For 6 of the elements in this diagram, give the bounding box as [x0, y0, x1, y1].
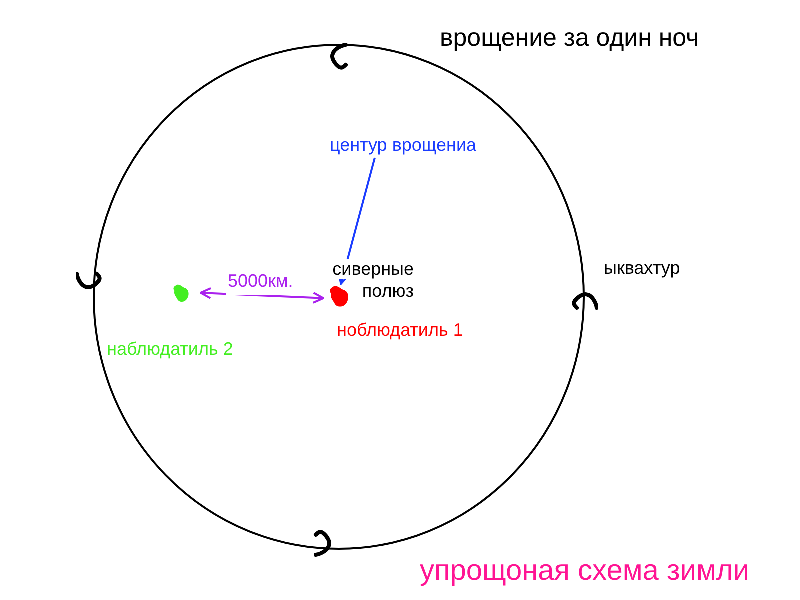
diagram-caption: упрощоная схема зимли [420, 554, 750, 589]
observer-blob [328, 284, 350, 308]
text-label: центур врощениа [330, 132, 510, 158]
arrow [200, 287, 325, 304]
diagram-title: врощение за один ноч [440, 23, 700, 54]
observer-blob [172, 283, 190, 303]
